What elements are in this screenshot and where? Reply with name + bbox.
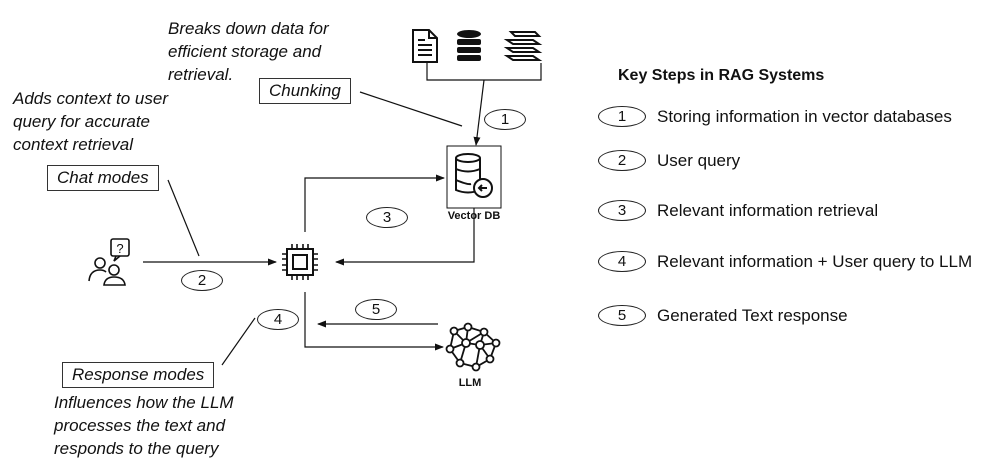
key-step-row: 5 Generated Text response [598, 305, 987, 327]
key-step-text: User query [657, 151, 741, 170]
sources-bracket [426, 63, 542, 81]
key-step-number: 5 [598, 305, 646, 326]
key-step-number: 3 [598, 200, 646, 221]
chunking-note: Breaks down data for efficient storage a… [168, 19, 329, 84]
responsemodes-pointer [221, 317, 256, 366]
key-step-number: 4 [598, 251, 646, 272]
vector-db-label: Vector DB [447, 210, 501, 222]
key-step-row: 1 Storing information in vector database… [598, 106, 987, 128]
document-icon [412, 29, 438, 63]
key-step-number: 1 [598, 106, 646, 127]
chunking-pointer [359, 91, 463, 127]
key-steps-title: Key Steps in RAG Systems [618, 67, 825, 84]
key-steps-panel: Key Steps in RAG Systems 1 Storing infor… [598, 66, 990, 326]
key-step-text: Relevant information retrieval [657, 201, 879, 220]
flow-badge-3: 3 [366, 207, 408, 228]
flow-badge-2: 2 [181, 270, 223, 291]
chat-note: Adds context to user query for accurate … [13, 89, 168, 154]
response-note: Influences how the LLM processes the tex… [54, 393, 234, 458]
database-icon [457, 30, 481, 61]
books-icon [503, 31, 543, 61]
connector-lines [143, 63, 542, 366]
chat-modes-box: Chat modes [47, 165, 159, 191]
arrow-chip-to-llm [304, 292, 444, 351]
flow-badge-5: 5 [355, 299, 397, 320]
response-modes-box: Response modes [62, 362, 215, 388]
key-step-number: 2 [598, 150, 646, 171]
flow-badge-1: 1 [484, 109, 526, 130]
key-step-text: Relevant information + User query to LLM [657, 252, 973, 271]
vector-database-icon [446, 145, 502, 209]
neural-network-icon [445, 322, 501, 372]
chatmodes-pointer [167, 179, 200, 257]
arrow-sources-to-vectordb [473, 79, 485, 146]
key-step-row: 3 Relevant information retrieval [598, 200, 987, 222]
llm-label: LLM [458, 377, 482, 389]
cpu-chip-icon [282, 244, 318, 280]
key-step-text: Storing information in vector databases [657, 107, 952, 126]
arrow-vectordb-to-chip [335, 208, 475, 266]
key-step-row: 2 User query [598, 150, 987, 172]
key-step-row: 4 Relevant information + User query to L… [598, 251, 987, 273]
chunking-box: Chunking [259, 78, 351, 104]
key-step-text: Generated Text response [657, 306, 848, 325]
arrow-chip-to-vectordb [304, 174, 445, 232]
flow-badge-4: 4 [257, 309, 299, 330]
user-question-icon: ? [88, 238, 130, 286]
svg-text:?: ? [116, 241, 123, 256]
